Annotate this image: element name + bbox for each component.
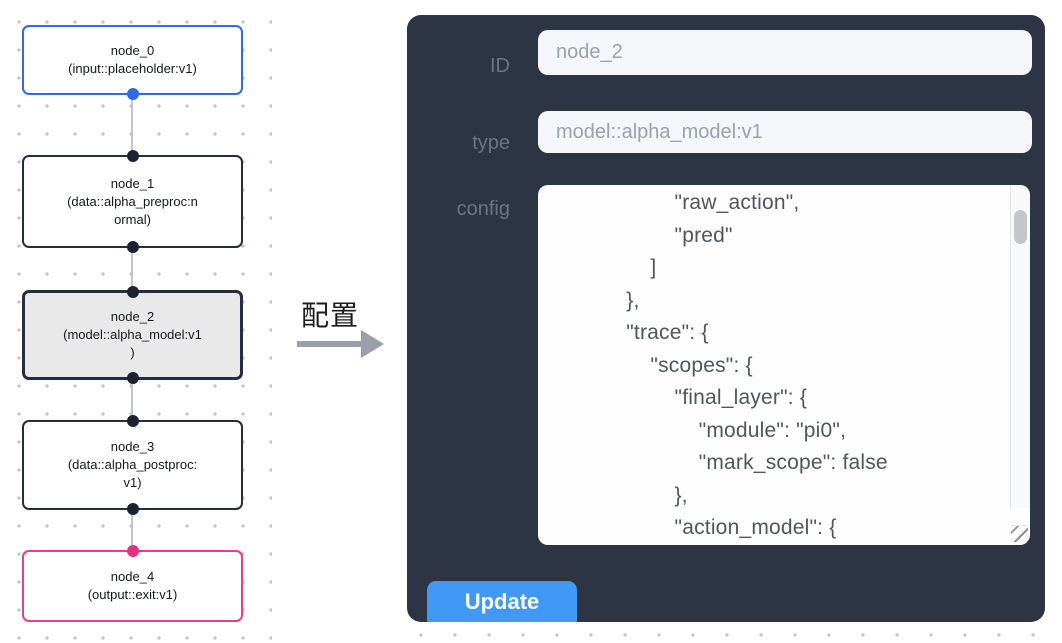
resize-handle-icon[interactable] [1011,525,1028,542]
node-title: node_2 [110,309,155,324]
config-textarea[interactable]: "raw_action", "pred" ] }, "trace": { "sc… [538,185,1030,545]
graph-node-node_4[interactable]: node_4 (output::exit:v1) [22,545,243,622]
graph-node-node_2[interactable]: node_2 (model::alpha_model:v1 ) [22,286,243,384]
node-type: (input::placeholder:v1) [68,61,197,76]
output-port[interactable] [126,372,139,384]
graph-node-node_0[interactable]: node_0 (input::placeholder:v1) [22,25,243,100]
scrollbar-track[interactable] [1010,185,1030,508]
input-port[interactable] [126,286,139,298]
node-title: node_3 [110,439,155,454]
arrow-head-icon [361,330,384,358]
node-type: (output::exit:v1) [87,587,178,602]
node-title: node_0 [110,43,155,58]
id-input[interactable] [538,30,1032,75]
node-type: (model::alpha_model:v1 [63,327,202,342]
output-port[interactable] [126,503,139,515]
configure-annotation: 配置 [290,300,390,362]
input-port[interactable] [126,415,139,427]
node-title: node_4 [110,569,155,584]
edge-node3-node4 [131,510,133,550]
edge-node0-node1 [131,95,133,157]
node-type: (data::alpha_postproc: [67,457,198,472]
config-json-text[interactable]: "raw_action", "pred" ] }, "trace": { "sc… [626,191,888,539]
scrollbar-thumb[interactable] [1014,210,1027,244]
type-field-label: type [472,132,510,154]
arrow-shaft [297,341,363,347]
edge-node2-node3 [131,380,133,420]
node-graph: node_0 (input::placeholder:v1) node_1 (d… [0,0,272,643]
update-button[interactable]: Update [427,581,577,622]
node-type: ) [130,345,135,360]
configure-label: 配置 [301,300,360,331]
node-type: ormal) [114,211,151,227]
input-port[interactable] [126,150,139,162]
output-port[interactable] [126,88,139,100]
type-input[interactable] [538,111,1032,153]
id-field-label: ID [490,55,510,77]
node-config-panel: ID type config "raw_action", "pred" ] },… [407,15,1045,622]
node-title: node_1 [110,175,155,191]
node-type: (data::alpha_preproc:n [67,193,198,209]
output-port[interactable] [126,241,139,253]
node-type: v1) [123,475,142,490]
config-field-label: config [456,198,510,220]
edge-node1-node2 [131,248,133,290]
input-port[interactable] [126,545,139,557]
graph-node-node_1[interactable]: node_1 (data::alpha_preproc:n ormal) [22,150,243,253]
graph-node-node_3[interactable]: node_3 (data::alpha_postproc: v1) [22,415,243,515]
